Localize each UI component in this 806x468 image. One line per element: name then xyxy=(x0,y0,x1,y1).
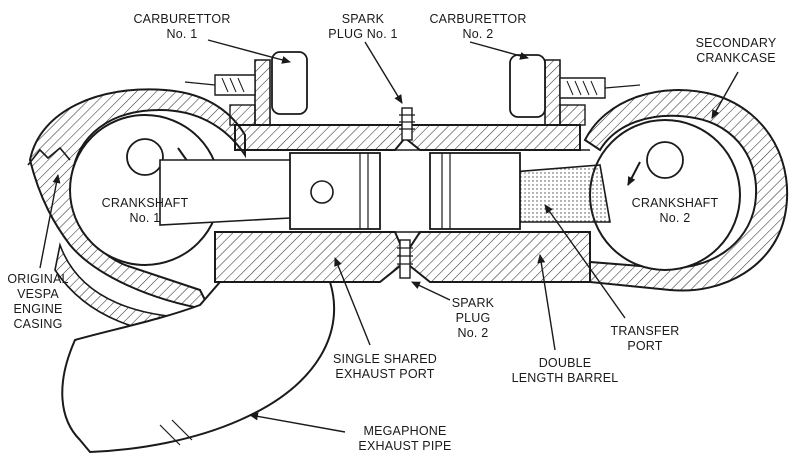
label-crankshaft-2: CRANKSHAFT No. 2 xyxy=(631,196,719,225)
megaphone-exhaust-pipe xyxy=(61,281,336,454)
carburettor-1 xyxy=(184,51,308,126)
piston-1 xyxy=(289,152,381,230)
label-carburettor-1: CARBURETTOR No. 1 xyxy=(133,12,231,41)
crankshaft-2 xyxy=(589,119,741,271)
carburettor-2 xyxy=(509,54,641,126)
label-original-casing: ORIGINAL VESPA ENGINE CASING xyxy=(7,272,69,331)
label-transfer-port: TRANSFER PORT xyxy=(610,324,680,353)
label-crankshaft-1: CRANKSHAFT No. 1 xyxy=(101,196,189,225)
label-spark-plug-2: SPARK PLUG No. 2 xyxy=(451,296,495,340)
spark-plug-2 xyxy=(397,239,413,279)
label-megaphone-exhaust-pipe: MEGAPHONE EXHAUST PIPE xyxy=(358,424,452,453)
piston-2 xyxy=(429,152,521,230)
label-secondary-crankcase: SECONDARY CRANKCASE xyxy=(695,36,777,65)
secondary-crankcase xyxy=(583,89,789,292)
label-double-length-barrel: DOUBLE LENGTH BARREL xyxy=(511,356,619,385)
label-carburettor-2: CARBURETTOR No. 2 xyxy=(429,12,527,41)
label-single-exhaust-port: SINGLE SHARED EXHAUST PORT xyxy=(332,352,438,381)
spark-plug-1 xyxy=(399,107,415,141)
leader-lines xyxy=(39,39,739,433)
label-spark-plug-1: SPARK PLUG No. 1 xyxy=(328,12,398,41)
